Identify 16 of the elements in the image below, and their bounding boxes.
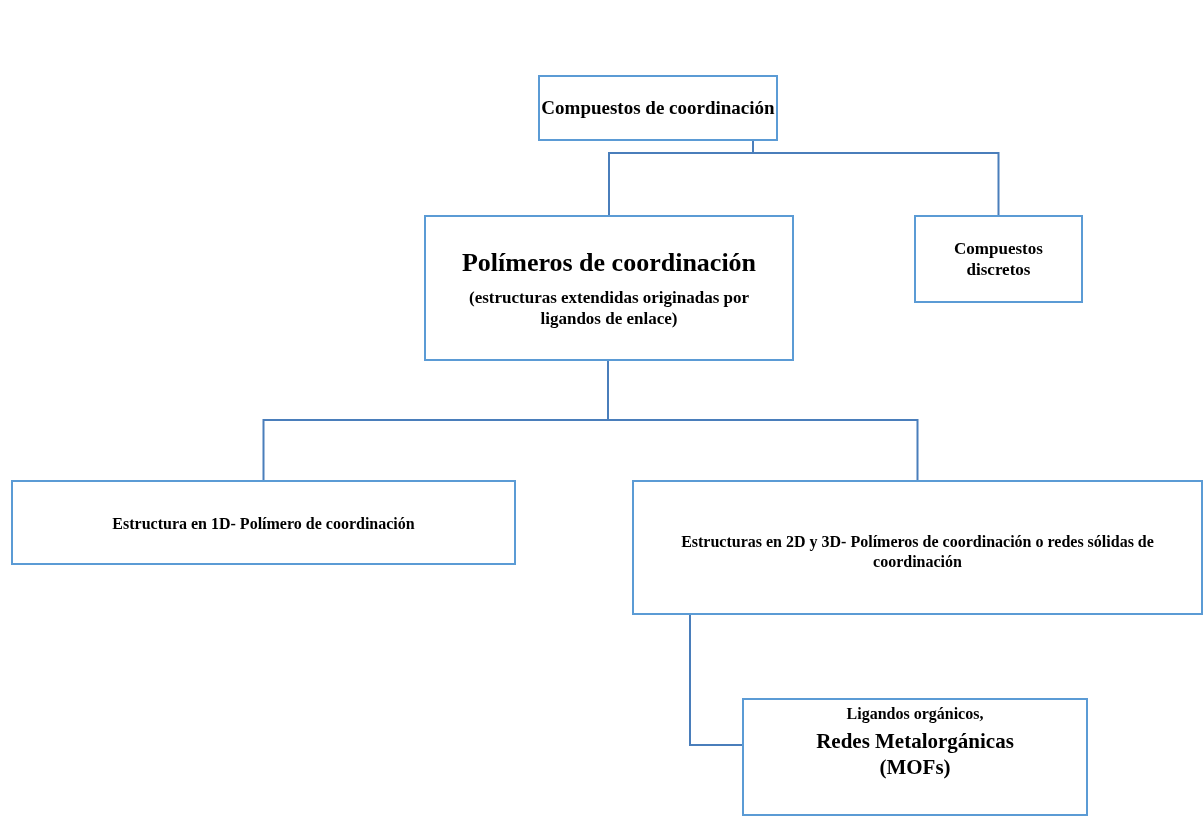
box-text: (estructuras extendidas originadas por ligandos de enlace) (468, 287, 750, 330)
box-title: Compuestos de coordinación (541, 95, 775, 120)
box-title: Compuestos discretos (953, 237, 1044, 281)
concept-box (538, 75, 778, 141)
connector-line (689, 614, 743, 746)
concept-box (742, 698, 1088, 816)
concept-box (11, 480, 516, 565)
box-title: Ligandos orgánicos, (846, 704, 984, 724)
box-title: Estructuras en 2D y 3D- Polímeros de coordinación o redes sólidas de coordinación (680, 532, 1155, 572)
connector-line (752, 140, 1000, 216)
concept-box (424, 215, 794, 361)
box-title: Estructura en 1D- Polímero de coordinación (112, 514, 415, 534)
box-text: Redes Metalorgánicas (MOFs) (815, 728, 1015, 781)
concept-box (632, 480, 1203, 615)
concept-box (914, 215, 1083, 303)
box-title: Polímeros de coordinación (461, 246, 757, 279)
